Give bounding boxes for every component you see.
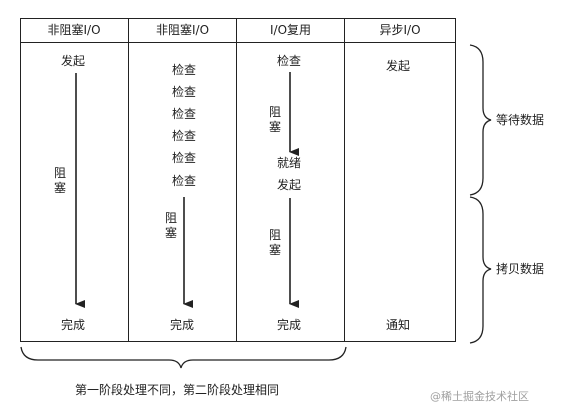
col1-block-label: 阻塞 (53, 166, 66, 195)
col2-check-label: 检查 (171, 174, 196, 188)
col2-check-label: 检查 (171, 85, 196, 99)
col2-check-label: 检查 (171, 63, 196, 77)
phase-brace (20, 346, 347, 369)
copy-data-brace (469, 196, 492, 344)
col2-block-label: 阻塞 (164, 211, 177, 240)
header-col-2: 非阻塞I/O (155, 23, 210, 37)
col3-check-label: 检查 (277, 54, 302, 68)
wait-data-label: 等待数据 (496, 113, 545, 127)
copy-data-label: 拷贝数据 (496, 262, 545, 276)
col4-start-label: 发起 (386, 59, 411, 73)
header-col-1: 非阻塞I/O (47, 23, 101, 37)
col1-end-label: 完成 (61, 318, 86, 332)
col3-block-label: 阻塞 (268, 228, 281, 257)
phase-caption: 第一阶段处理不同，第二阶段处理相同 (75, 383, 280, 397)
header-col-3: I/O复用 (269, 23, 312, 37)
col3-start-label: 发起 (277, 178, 302, 192)
col2-end-label: 完成 (170, 318, 195, 332)
col3-block-label: 阻塞 (268, 105, 281, 134)
column-divider (344, 18, 345, 342)
wait-data-brace (469, 44, 492, 196)
col2-check-label: 检查 (171, 107, 196, 121)
column-divider (128, 18, 129, 342)
col3-end-label: 完成 (277, 318, 302, 332)
header-divider (20, 42, 456, 43)
header-col-4: 异步I/O (379, 23, 421, 37)
col3-ready-label: 就绪 (277, 156, 302, 170)
col4-notify-label: 通知 (386, 318, 411, 332)
col2-check-label: 检查 (171, 129, 196, 143)
io-model-table (20, 18, 456, 342)
col2-check-label: 检查 (171, 151, 196, 165)
column-divider (236, 18, 237, 342)
watermark: @稀土掘金技术社区 (430, 390, 529, 403)
col1-start-label: 发起 (61, 54, 86, 68)
